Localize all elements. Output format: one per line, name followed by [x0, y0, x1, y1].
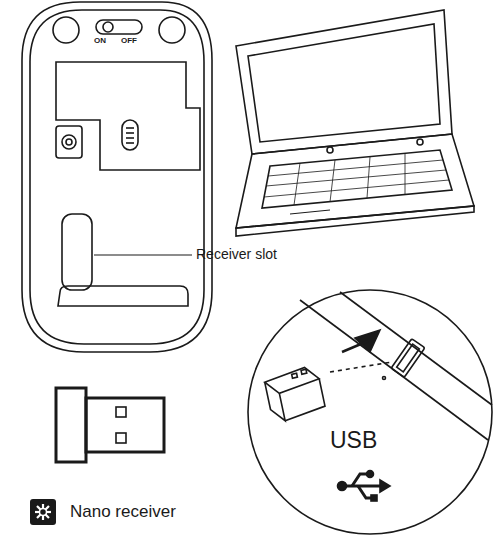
nano-receiver [56, 388, 164, 462]
part-label: Nano receiver [70, 503, 176, 522]
receiver-icon [30, 499, 56, 525]
zoom-detail [248, 290, 492, 534]
port-label: USB [330, 428, 377, 453]
switch-label: ON [94, 37, 106, 46]
mouse-bottom [22, 2, 212, 352]
part-label: Receiver slot [196, 247, 277, 262]
switch-label: OFF [121, 37, 137, 46]
laptop [236, 10, 474, 236]
